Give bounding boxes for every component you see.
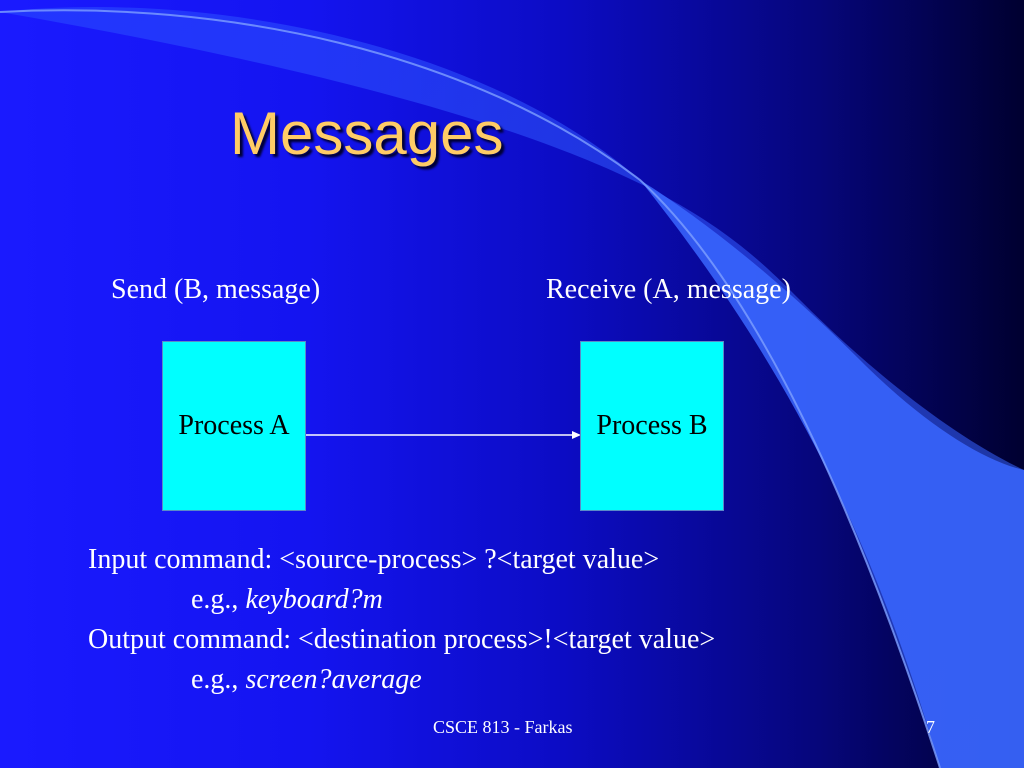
process-a-box: Process A	[162, 341, 306, 511]
output-example-line: e.g., screen?average	[88, 660, 715, 700]
page-number: 7	[926, 717, 935, 737]
input-command-line: Input command: <source-process> ?<target…	[88, 544, 660, 575]
process-b-box: Process B	[580, 341, 724, 511]
output-example-prefix: e.g.,	[191, 664, 246, 695]
receive-label: Receive (A, message)	[546, 274, 791, 305]
input-example: keyboard?m	[245, 584, 383, 615]
message-arrow	[306, 431, 581, 439]
output-example: screen?average	[245, 664, 422, 695]
process-a-label: Process A	[178, 410, 290, 441]
input-example-prefix: e.g.,	[191, 584, 246, 615]
output-command-line: Output command: <destination process>!<t…	[88, 624, 716, 655]
command-list: Input command: <source-process> ?<target…	[88, 540, 715, 700]
send-label: Send (B, message)	[111, 274, 321, 305]
footer-course: CSCE 813 - Farkas	[433, 717, 573, 737]
slide-title: Messages	[230, 100, 504, 167]
input-example-line: e.g., keyboard?m	[88, 580, 715, 620]
process-b-label: Process B	[596, 410, 708, 441]
